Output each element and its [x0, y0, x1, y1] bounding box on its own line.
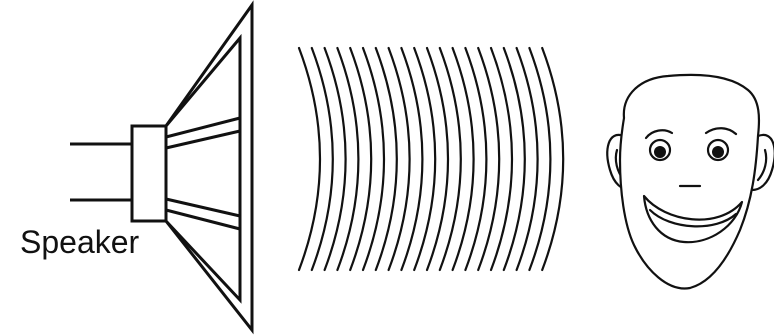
- sound-wave-arc: [529, 48, 550, 270]
- sound-wave-arc: [299, 48, 320, 270]
- sound-wave-arc: [337, 48, 358, 270]
- sound-wave-arc: [491, 48, 512, 270]
- left-pupil: [654, 146, 666, 158]
- sound-wave-arc: [376, 48, 397, 270]
- listener-face-icon: [607, 75, 774, 289]
- sound-waves: [299, 48, 563, 270]
- sound-wave-arc: [504, 48, 525, 270]
- speaker-magnet: [132, 126, 166, 221]
- sound-wave-arc: [478, 48, 499, 270]
- sound-wave-arc: [363, 48, 384, 270]
- sound-wave-arc: [517, 48, 538, 270]
- sound-wave-arc: [465, 48, 486, 270]
- right-pupil: [712, 146, 724, 158]
- speaker-icon: [132, 5, 252, 330]
- speaker-wires: [70, 144, 132, 200]
- sound-wave-arc: [440, 48, 461, 270]
- sound-wave-arc: [401, 48, 422, 270]
- sound-wave-arc: [350, 48, 371, 270]
- sound-wave-arc: [312, 48, 333, 270]
- speaker-label: Speaker: [20, 226, 139, 258]
- sound-wave-arc: [389, 48, 410, 270]
- sound-wave-arc: [414, 48, 435, 270]
- sound-wave-arc: [427, 48, 448, 270]
- sound-wave-arc: [453, 48, 474, 270]
- sound-wave-arc: [325, 48, 346, 270]
- head-outline: [620, 75, 759, 289]
- sound-wave-arc: [542, 48, 563, 270]
